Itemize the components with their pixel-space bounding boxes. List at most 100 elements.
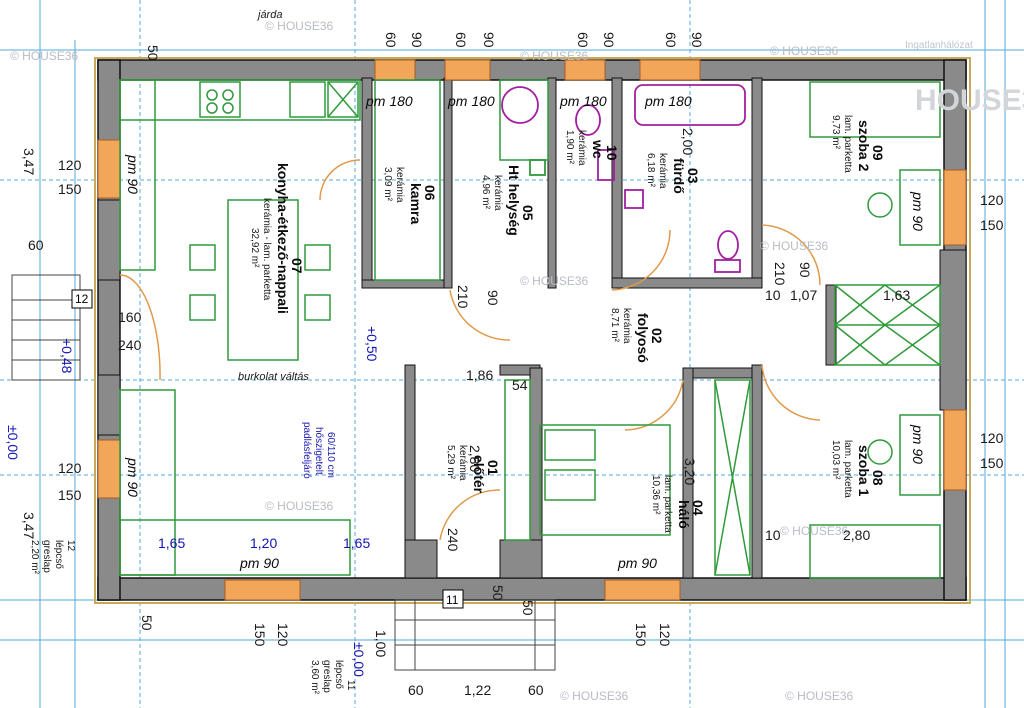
dim-label: 240 [118,337,142,353]
watermark: © HOUSE36 [760,239,829,253]
pm-label: pm 180 [559,93,607,109]
dim-label: 1,22 [464,682,491,698]
note: hőszigetelt [313,427,324,475]
svg-text:11: 11 [345,680,356,691]
dim-label: 60 [453,32,469,48]
bottom-dimensions: 50 150 120 50 50 150 120 60 1,22 60 [139,585,673,698]
furniture [119,79,941,579]
svg-text:kerámia: kerámia [457,445,468,481]
dim-label: 120 [657,623,673,647]
dim-label: 50 [490,585,506,601]
steps [11,274,556,671]
dim-label: 90 [409,32,425,48]
windows [97,59,967,601]
dim-label: 120 [58,157,82,173]
dim-label: 120 [58,460,82,476]
dim-label: 150 [58,487,82,503]
dim-label: 60 [28,237,44,253]
svg-text:3,09 m²: 3,09 m² [382,167,393,202]
svg-text:lépcső: lépcső [53,540,64,569]
step-number: 11 [446,593,459,607]
svg-text:greslap: greslap [41,540,52,573]
svg-text:kerámia: kerámia [394,167,405,203]
pm-label: pm 90 [125,154,141,194]
svg-text:8,71 m²: 8,71 m² [609,308,620,343]
pm-label: pm 180 [447,93,495,109]
svg-text:kerámia: kerámia [492,175,503,211]
dim-label: 1,20 [250,535,277,551]
logo-tagline: Ingatlanhálózat [905,40,973,51]
dim-label: 150 [980,217,1004,233]
logo-wordmark: HOUSE36 [915,84,1024,117]
svg-text:háló: háló [676,500,692,529]
room-12: 12 lépcső greslap 2,20 m² [29,540,76,575]
dim-label: 150 [252,623,268,647]
dim-label: 90 [481,32,497,48]
svg-text:9,73 m²: 9,73 m² [830,115,841,150]
svg-text:fürdő: fürdő [671,158,687,194]
dim-label: 120 [275,623,291,647]
dim-label: 2,80 [467,445,483,472]
svg-text:06: 06 [422,185,438,201]
svg-text:lam. parketta: lam. parketta [842,115,853,173]
svg-text:kamra: kamra [408,183,424,224]
dim-label: 3,20 [682,458,698,485]
dim-label: 3,47 [21,148,37,175]
dim-label: 90 [689,32,705,48]
pm-label: pm 180 [644,93,692,109]
svg-text:09: 09 [870,145,886,161]
watermark: © HOUSE36 [770,44,839,58]
svg-text:szoba 1: szoba 1 [856,445,872,497]
svg-text:4,96 m²: 4,96 m² [480,175,491,210]
watermark: © HOUSE36 [785,689,854,703]
room-06: 06 kamra kerámia 3,09 m² [382,167,438,224]
svg-text:lam. parketta: lam. parketta [662,475,673,533]
dim-label: 54 [512,377,528,393]
svg-text:kerámia: kerámia [657,153,668,189]
dim-label: 150 [980,455,1004,471]
note: padlásfeljáró [301,422,312,479]
svg-text:04: 04 [690,500,706,516]
watermarks: © HOUSE36 © HOUSE36 © HOUSE36 © HOUSE36 … [10,19,1024,703]
dim-label: 3,47 [21,512,37,539]
svg-text:folyosó: folyosó [635,313,651,363]
svg-text:07: 07 [289,258,305,274]
room-11: 11 lépcső greslap 3,60 m² [309,660,356,695]
dim-label: 240 [445,528,461,552]
note: burkolat váltás [238,371,309,383]
pm-label: pm 90 [239,555,279,571]
dim-label: 60 [663,32,679,48]
dim-label: 10 [765,527,781,543]
level-label: ±0,00 [351,642,367,677]
dim-label: 150 [58,181,82,197]
svg-text:05: 05 [520,205,536,221]
svg-text:Ht helység: Ht helység [506,165,522,236]
pm-label: pm 90 [910,191,926,231]
dim-label: 1,63 [883,287,910,303]
dim-label: 1,65 [158,535,185,551]
dim-label: 210 [772,262,788,286]
svg-text:kerámia: kerámia [621,308,632,344]
room-05: 05 Ht helység kerámia 4,96 m² [480,165,536,236]
room-10: 10 wc kerámia 1,90 m² [564,130,620,166]
svg-text:5,29 m²: 5,29 m² [445,445,456,480]
level-label: ±0,00 [5,425,21,460]
svg-text:2,20 m²: 2,20 m² [29,540,40,575]
svg-text:szoba 2: szoba 2 [856,120,872,172]
svg-text:08: 08 [870,470,886,486]
pm-label: pm 90 [617,555,657,571]
svg-text:wc: wc [590,139,606,159]
dim-label: 50 [139,615,155,631]
dim-label: 90 [797,262,813,278]
dim-label: 50 [145,45,161,61]
dim-label: 1,00 [373,630,389,657]
room-01: 01 előtér kerámia 5,29 m² [445,445,501,494]
side-dimensions: 120 150 3,47 60 120 150 3,47 120 150 120… [5,148,1004,677]
watermark: © HOUSE36 [560,689,629,703]
pm-label: pm 90 [910,424,926,464]
dim-label: 60 [528,682,544,698]
svg-text:kerámia: kerámia [576,130,587,166]
svg-text:12: 12 [65,540,76,552]
svg-text:01: 01 [485,460,501,476]
